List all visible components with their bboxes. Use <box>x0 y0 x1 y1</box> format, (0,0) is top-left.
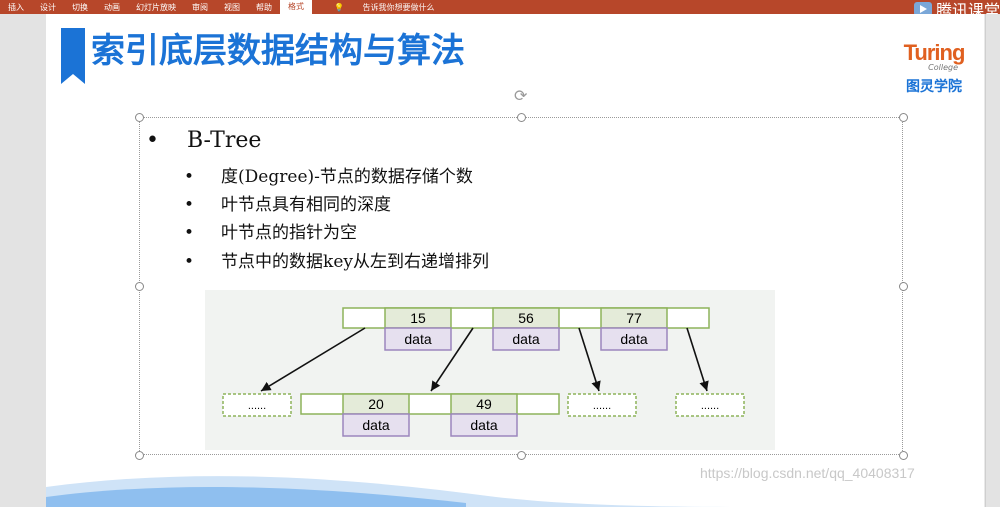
tab-transitions[interactable]: 切换 <box>72 2 88 12</box>
data-label: data <box>470 417 497 433</box>
data-label: data <box>620 331 647 347</box>
resize-handle-b[interactable] <box>517 451 526 460</box>
turing-logo: Turing College 图灵学院 <box>894 42 974 96</box>
tab-review[interactable]: 审阅 <box>192 2 208 12</box>
slide-canvas: 索引底层数据结构与算法 Turing College 图灵学院 ⟳ • B-Tr… <box>46 14 984 507</box>
tab-format[interactable]: 格式 <box>280 0 312 14</box>
pointer-arrow <box>578 327 601 392</box>
sub-bullet-text: 叶节点具有相同的深度 <box>221 195 392 215</box>
placeholder-label: ...... <box>248 400 266 412</box>
key-label: 15 <box>410 310 426 326</box>
data-cell <box>600 327 668 351</box>
resize-handle-br[interactable] <box>899 451 908 460</box>
logo-sub: College <box>928 63 958 72</box>
main-bullet-text: B-Tree <box>186 128 262 153</box>
data-cell <box>384 327 452 351</box>
slide-title: 索引底层数据结构与算法 <box>91 31 465 71</box>
slide-wave-decoration <box>46 476 746 507</box>
placeholder-label: ...... <box>593 400 611 412</box>
thumbnail-pane <box>0 14 46 507</box>
sub-bullet-text: 叶节点的指针为空 <box>221 223 358 243</box>
key-label: 56 <box>518 310 534 326</box>
data-cell <box>342 413 410 437</box>
resize-handle-tr[interactable] <box>899 113 908 122</box>
tab-animations[interactable]: 动画 <box>104 2 120 12</box>
sub-bullet-text: 节点中的数据key从左到右递增排列 <box>221 252 490 272</box>
pointer-arrow <box>430 327 474 392</box>
pointer-arrow <box>260 327 366 392</box>
data-cell <box>492 327 560 351</box>
tab-help[interactable]: 帮助 <box>256 2 272 12</box>
btree-diagram: 15 56 77 data data data 20 49 data data … <box>205 290 775 450</box>
placeholder-label: ...... <box>701 400 719 412</box>
tab-view[interactable]: 视图 <box>224 2 240 12</box>
resize-handle-bl[interactable] <box>135 451 144 460</box>
main-bullet: • B-Tree <box>146 128 262 153</box>
resize-handle-tl[interactable] <box>135 113 144 122</box>
sub-bullet: • 度(Degree)-节点的数据存储个数 <box>184 167 473 187</box>
data-label: data <box>404 331 431 347</box>
resize-handle-t[interactable] <box>517 113 526 122</box>
title-accent-bar <box>61 28 85 84</box>
play-icon <box>913 2 932 16</box>
logo-brand: Turing <box>903 40 966 65</box>
key-label: 77 <box>626 310 642 326</box>
lightbulb-icon: 💡 <box>334 2 344 12</box>
tell-me-search[interactable]: 💡 告诉我你想要做什么 <box>318 2 451 13</box>
resize-handle-r[interactable] <box>899 282 908 291</box>
placeholder-node <box>567 393 637 417</box>
tab-insert[interactable]: 插入 <box>8 2 24 12</box>
tab-design[interactable]: 设计 <box>40 2 56 12</box>
rotate-handle-icon[interactable]: ⟳ <box>514 86 528 105</box>
tab-slideshow[interactable]: 幻灯片放映 <box>136 2 176 12</box>
child-node <box>300 393 560 415</box>
resize-handle-l[interactable] <box>135 282 144 291</box>
sub-bullet: • 叶节点具有相同的深度 <box>184 195 392 215</box>
csdn-watermark: https://blog.csdn.net/qq_40408317 <box>700 465 915 481</box>
tell-me-label: 告诉我你想要做什么 <box>362 2 435 12</box>
key-label: 20 <box>368 396 384 412</box>
vertical-scrollbar[interactable] <box>985 14 1000 507</box>
data-label: data <box>512 331 539 347</box>
placeholder-node <box>222 393 292 417</box>
data-cell <box>450 413 518 437</box>
logo-cn: 图灵学院 <box>906 79 962 95</box>
selection-frame[interactable] <box>135 113 908 460</box>
sub-bullet: • 叶节点的指针为空 <box>184 223 358 243</box>
pointer-arrow <box>686 327 709 392</box>
key-label: 49 <box>476 396 492 412</box>
sub-bullet-text: 度(Degree)-节点的数据存储个数 <box>221 167 473 187</box>
ribbon-tab-bar: 插入 设计 切换 动画 幻灯片放映 审阅 视图 帮助 格式 💡 告诉我你想要做什… <box>0 0 1000 14</box>
placeholder-node <box>675 393 745 417</box>
sub-bullet: • 节点中的数据key从左到右递增排列 <box>184 252 490 272</box>
data-label: data <box>362 417 389 433</box>
